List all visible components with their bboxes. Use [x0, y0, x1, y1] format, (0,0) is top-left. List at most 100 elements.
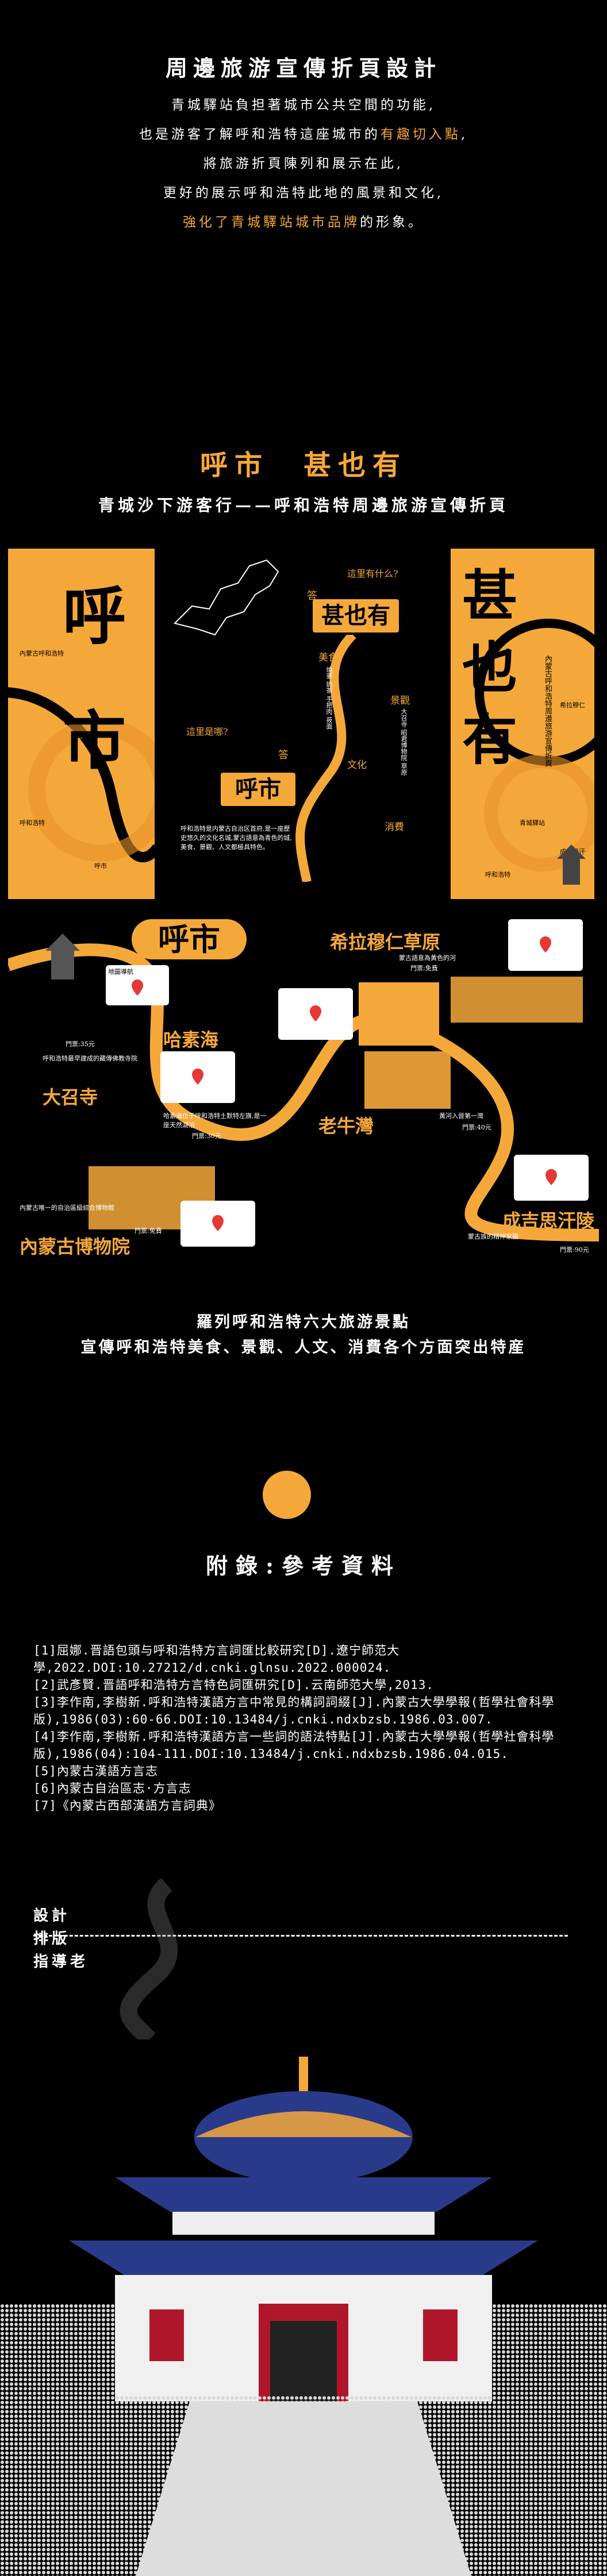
- highlight-text: 強化了青城驛站城市品牌: [183, 215, 360, 230]
- map-pin-icon: [192, 1069, 203, 1085]
- spot6-note: 門票:90元: [560, 1246, 589, 1254]
- right-bottom: 青城驛站: [520, 819, 545, 827]
- divider: [33, 1935, 568, 1937]
- category-shop: 消費: [385, 822, 404, 833]
- reference-item: [5]內蒙古漢語方言志: [33, 1764, 158, 1778]
- spot1-note: 門票:35元: [66, 1040, 95, 1048]
- map-card: [180, 1201, 255, 1247]
- sun-circle-icon: [263, 1471, 311, 1519]
- map-pin-icon: [540, 936, 551, 952]
- answer-label-2: 答: [278, 749, 289, 761]
- reference-item: [6]內蒙古自治區志·方言志: [33, 1781, 191, 1795]
- spot4-note: 門票:40元: [462, 1124, 491, 1131]
- left-note: 內蒙古呼和浩特: [20, 650, 64, 657]
- reference-item: [3]李作南,李樹新.呼和浩特漢語方言中常見的構詞詞綴[J].內蒙古大學學報(哲…: [33, 1695, 555, 1726]
- hu-character: 呼: [63, 579, 126, 653]
- spot5-note: 門票:免費: [135, 1227, 162, 1235]
- temple-icon: [45, 934, 80, 980]
- intro-line: 強化了青城驛站城市品牌的形象。: [183, 215, 424, 230]
- spot1-name: 大召寺: [43, 1086, 98, 1108]
- spot5-desc: 內蒙古唯一的自治區級綜合博物館: [20, 1204, 114, 1212]
- spot2-desc: 哈素海位于呼和浩特土默特左旗,是一座天然湖泊: [163, 1112, 267, 1129]
- section-title-b: 甚也有: [304, 449, 408, 481]
- map-card: 地圖導航: [106, 965, 169, 1005]
- section-title-a: 呼市: [199, 449, 269, 481]
- left-bottom: 呼和浩特: [20, 819, 45, 827]
- answer-1: 甚也有: [313, 599, 399, 633]
- spot4-desc: 黃河入晉第一灣: [439, 1112, 483, 1120]
- right-bottom2: 呼和浩特: [485, 871, 510, 878]
- middle-panel: 這里有什么? 答 甚也有 這里是哪? 答 呼市 美食 燒麥 奶茶 手把肉 莜面 …: [157, 549, 445, 899]
- category-food: 美食: [318, 652, 338, 664]
- category-culture: 文化: [347, 759, 367, 771]
- features-line: 羅列呼和浩特六大旅游景點: [197, 1313, 410, 1331]
- river-photo: [364, 1051, 451, 1109]
- credits: 設計 排版 指導老: [33, 1904, 89, 1973]
- food-items: 燒麥 奶茶 手把肉 莜面: [325, 666, 333, 730]
- spot4-name: 老牛灣: [318, 1115, 374, 1137]
- answer-label-1: 答: [307, 590, 317, 602]
- features-text: 羅列呼和浩特六大旅游景點 宣傳呼和浩特美食、景觀、人文、消費各个方面突出特産: [0, 1310, 607, 1360]
- credit-layout: 排版: [33, 1930, 71, 1948]
- grassland-photo: [359, 982, 439, 1046]
- spot3-desc: 蒙古語意為黃色的河: [399, 954, 456, 962]
- answer-2: 呼市: [221, 773, 295, 806]
- reference-item: [1]屈娜.晋語包頭与呼和浩特方言詞匯比較研究[D].遼宁師范大學,2022.D…: [33, 1644, 400, 1675]
- temple-icon: [557, 844, 586, 885]
- curve-decoration: [475, 619, 594, 871]
- map-card: [160, 1051, 235, 1103]
- map-card: [514, 1155, 589, 1201]
- map-card: [508, 919, 583, 971]
- temple-building-illustration: [0, 2057, 607, 2576]
- spot6-desc: 蒙古族的精神家園: [468, 1233, 518, 1240]
- right-title-c: 有: [462, 707, 517, 772]
- section-title: 呼市 甚也有: [0, 442, 607, 483]
- map-pin-icon: [132, 980, 143, 996]
- intro-line: 青城驛站負担著城市公共空間的功能,: [171, 98, 436, 113]
- spot5-name: 內蒙古博物院: [20, 1236, 130, 1258]
- spot2-note: 門票:30元: [192, 1132, 221, 1140]
- intro-text: 青城驛站負担著城市公共空間的功能, 也是游客了解呼和浩特這座城市的有趣切入點, …: [0, 91, 607, 237]
- brochure-inside: 呼市 地圖導航 門票:35元 呼和浩特最早建成的藏傳佛教寺院 大召寺 哈素海 哈…: [8, 913, 599, 1258]
- right-vertical-text: 內蒙古呼和浩特周邊旅游宣傳折頁: [543, 655, 552, 767]
- highlight-text: 有趣切入點: [380, 127, 461, 142]
- right-small-1: 希拉穆仁: [560, 701, 585, 709]
- scene-items: 大召寺 昭君博物院 草原: [400, 708, 408, 776]
- right-title-b: 也: [462, 635, 517, 700]
- spot6-name: 成吉思汗陵: [502, 1210, 595, 1232]
- city-description: 呼和浩特是内蒙古自治区首府,是一座歷史悠久的文化名城,蒙古語意為青色的城,美食、…: [180, 825, 292, 851]
- spot2-name: 哈素海: [163, 1029, 219, 1051]
- features-line: 宣傳呼和浩特美食、景觀、人文、消費各个方面突出特産: [80, 1339, 527, 1356]
- left-bottom2: 呼市: [94, 862, 107, 870]
- spot1-desc: 呼和浩特最早建成的藏傳佛教寺院: [43, 1055, 137, 1062]
- map-pin-icon: [212, 1215, 224, 1231]
- page-title: 周邊旅游宣傳折頁設計: [165, 55, 441, 81]
- intro-line: 更好的展示呼和浩特此地的風景和文化,: [163, 186, 444, 200]
- reference-list: [1]屈娜.晋語包頭与呼和浩特方言詞匯比較研究[D].遼宁師范大學,2022.D…: [33, 1642, 579, 1814]
- smoke-decoration: [120, 1879, 178, 2039]
- credit-design: 設計: [33, 1907, 71, 1925]
- right-title-a: 甚: [462, 564, 517, 628]
- reference-item: [2]武彥賢.晋語呼和浩特方言特色詞匯研究[D].云南師范大學,2013.: [33, 1678, 435, 1692]
- reference-item: [4]李作南,李樹新.呼和浩特漢語方言一些詞的語法特點[J].內蒙古大學學報(哲…: [33, 1730, 555, 1761]
- map-card: [278, 988, 353, 1040]
- path-curve: [295, 635, 356, 882]
- reference-item: [7]《內蒙古西部漢語方言詞典》: [33, 1799, 221, 1813]
- map-pin-icon: [310, 1005, 321, 1021]
- question-2: 這里是哪?: [186, 726, 228, 737]
- credit-advisor: 指導老: [33, 1953, 89, 1970]
- category-scene: 景觀: [390, 695, 410, 707]
- intro-line: 也是游客了解呼和浩特這座城市的有趣切入點,: [139, 127, 468, 142]
- shi-character: 市: [63, 704, 126, 778]
- right-panel: 甚 也 有 內蒙古呼和浩特周邊旅游宣傳折頁 希拉穆仁 成吉思汗 青城驛站 呼和浩…: [451, 549, 594, 899]
- lake-photo: [451, 977, 583, 1023]
- left-panel: 呼 市 內蒙古呼和浩特 呼和浩特 呼市: [8, 549, 155, 899]
- brochure-front: 呼 市 內蒙古呼和浩特 呼和浩特 呼市 這里有什么? 答 甚也有 這里是哪? 答…: [8, 549, 599, 905]
- appendix-title: 附錄:參考資料: [205, 1553, 402, 1579]
- map-pin-icon: [545, 1169, 557, 1185]
- map-outline-icon: [174, 559, 279, 636]
- section-subtitle: 青城沙下游客行——呼和浩特周邊旅游宣傳折頁: [98, 496, 509, 515]
- intro-line: 將旅游折頁陳列和展示在此,: [203, 156, 404, 171]
- question-1: 這里有什么?: [347, 568, 398, 579]
- hu-shi-label: 呼市: [132, 919, 247, 959]
